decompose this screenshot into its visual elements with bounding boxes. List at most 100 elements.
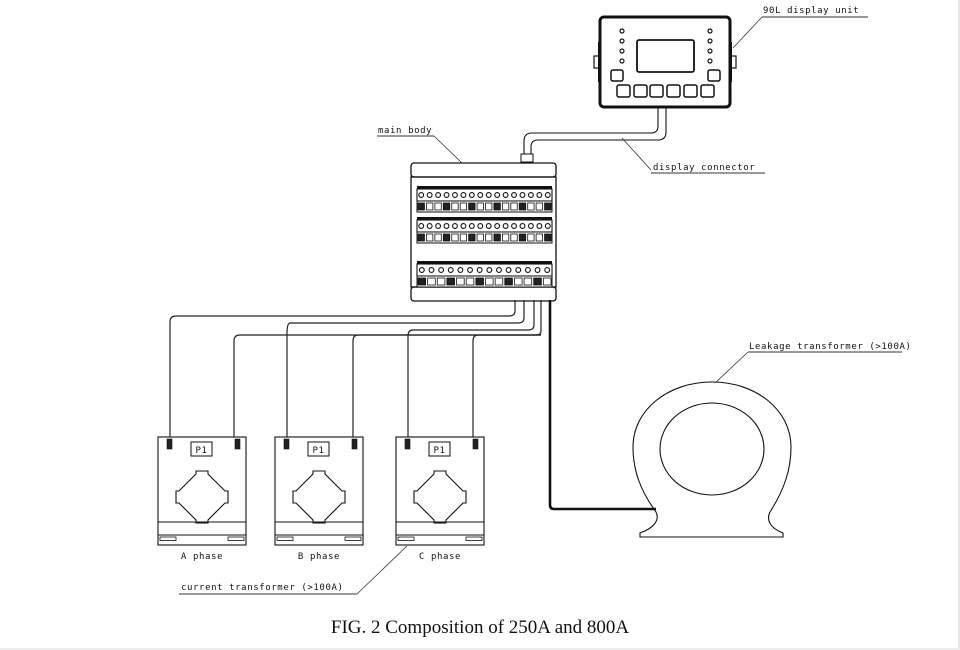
wire-c-phase-s1 — [407, 300, 535, 440]
indicator-leds — [619, 28, 713, 64]
terminal-blocks — [416, 186, 553, 288]
terminal-screw — [428, 267, 435, 273]
terminal-screw — [426, 223, 433, 229]
page-edge — [958, 0, 960, 650]
main-body-callout: main body — [377, 126, 463, 164]
terminal-screw — [447, 267, 454, 273]
wire-c-phase-s2 — [472, 334, 541, 440]
terminal-screw — [443, 223, 450, 229]
terminal-screw — [544, 267, 551, 273]
main-body — [410, 162, 557, 302]
terminal-screw — [452, 192, 458, 198]
terminal-screw — [418, 192, 425, 198]
ct-window — [413, 470, 467, 524]
terminal-slot — [427, 277, 436, 286]
terminal-screw — [527, 223, 534, 229]
page-bottom-edge — [0, 648, 960, 650]
terminal-slot — [451, 202, 459, 211]
terminal-slot — [476, 233, 484, 242]
ct-terminal — [404, 438, 411, 450]
terminal-slot — [535, 233, 543, 242]
terminal-slot — [510, 233, 518, 242]
display-unit-label: 90L display unit — [763, 6, 859, 16]
terminal-screw — [485, 223, 492, 229]
terminal-slot — [459, 233, 468, 242]
display-unit — [593, 15, 737, 109]
terminal-slot — [544, 233, 552, 242]
terminal-screw — [511, 223, 517, 229]
terminal-screw — [505, 267, 512, 273]
terminal-screw — [496, 267, 502, 273]
terminal-screw — [544, 223, 551, 229]
phase-label: C phase — [419, 552, 461, 562]
terminal-screw — [502, 223, 509, 229]
phase-label: B phase — [298, 552, 340, 562]
terminal-slot — [434, 233, 442, 242]
terminal-slot — [542, 277, 552, 286]
terminal-screw — [460, 192, 467, 198]
terminal-screw — [515, 267, 522, 273]
figure-caption: FIG. 2 Composition of 250A and 800A — [330, 617, 630, 638]
terminal-slot — [485, 233, 493, 242]
terminal-slot — [493, 233, 501, 242]
display-connector-label: display connector — [653, 163, 755, 173]
terminal-slot — [493, 202, 501, 211]
ct-terminal — [234, 438, 241, 450]
terminal-screw — [438, 267, 445, 273]
terminal-screw — [485, 192, 492, 198]
ct-wires — [169, 300, 542, 440]
terminal-slot — [417, 277, 427, 286]
wire-b-phase-s1 — [286, 300, 525, 440]
terminal-slot — [501, 202, 510, 211]
terminal-slot — [501, 233, 510, 242]
leakage-transformer — [632, 381, 792, 538]
main-body-label: main body — [378, 126, 432, 136]
ct-window — [175, 470, 229, 524]
terminal-slot — [527, 202, 535, 211]
terminal-screw — [476, 267, 483, 273]
display-connector-callout: display connector — [621, 137, 765, 174]
ct-window — [292, 470, 346, 524]
terminal-block-row — [416, 261, 553, 288]
terminal-slot — [417, 202, 425, 211]
leakage-transformer-callout: Leakage transformer (>100A) — [714, 342, 911, 384]
terminal-slot — [476, 202, 484, 211]
terminal-screw — [536, 192, 543, 198]
terminal-slot — [451, 233, 459, 242]
terminal-screw — [460, 223, 467, 229]
terminal-screw — [544, 192, 551, 198]
terminal-slot — [475, 277, 484, 286]
wire-a-phase-s1 — [169, 300, 516, 440]
terminal-screw — [534, 267, 541, 273]
terminal-screw — [502, 192, 509, 198]
terminal-screw — [443, 192, 450, 198]
leakage-wire — [548, 300, 656, 511]
current-transformer-b-phase: P1B phase — [274, 436, 364, 562]
terminal-block-row — [416, 217, 553, 244]
ct-p1-label: P1 — [195, 446, 207, 456]
terminal-screw — [435, 192, 442, 198]
terminal-screw — [435, 223, 442, 229]
terminal-screw — [494, 223, 501, 229]
ct-terminal — [283, 438, 290, 450]
current-transformer-a-phase: P1 A phase — [157, 436, 247, 562]
terminal-screw — [477, 223, 484, 229]
ct-terminal — [166, 438, 173, 450]
terminal-slot — [523, 277, 533, 286]
terminal-block-row — [416, 186, 553, 213]
terminal-slot — [426, 202, 434, 211]
terminal-slot — [527, 233, 535, 242]
terminal-screw — [527, 192, 534, 198]
ct-terminal — [472, 438, 479, 450]
terminal-screw — [418, 267, 425, 273]
terminal-slot — [459, 202, 468, 211]
phase-label: A phase — [181, 552, 223, 562]
display-connector-cable — [520, 107, 667, 163]
current-transformers: P1 A phase P1B phase P1 C phase — [157, 436, 485, 562]
terminal-screw — [477, 192, 484, 198]
terminal-screw — [457, 267, 464, 273]
terminal-screw — [519, 192, 526, 198]
terminal-screw — [519, 223, 526, 229]
terminal-slot — [446, 277, 455, 286]
